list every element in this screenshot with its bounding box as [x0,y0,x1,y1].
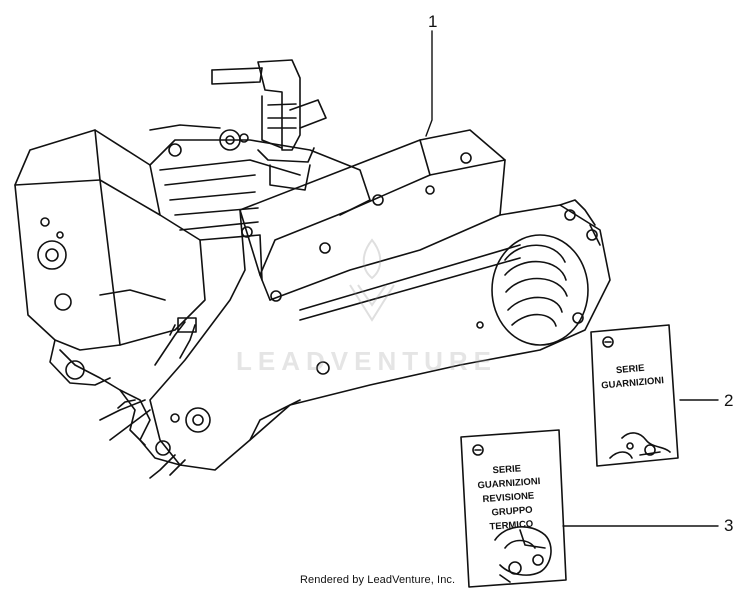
overhaul-set-label-line4: GRUPPO [491,505,533,519]
gasket-set-package [590,324,679,467]
overhaul-set-label-line3: REVISIONE [482,490,534,505]
gasket-set-label-line2: GUARNIZIONI [601,375,665,391]
leader-line-1 [425,30,433,137]
overhaul-gasket-set-package [460,429,567,588]
watermark-logo-icon [349,238,395,322]
overhaul-set-label-line2: GUARNIZIONI [477,476,540,491]
overhaul-set-label-line1: SERIE [492,463,521,476]
gasket-set-label-line1: SERIE [616,363,645,376]
callout-2: 2 [724,391,733,410]
callout-3: 3 [724,516,733,535]
watermark-text: LEADVENTURE [236,346,498,376]
callout-1: 1 [428,12,437,31]
overhaul-set-label-line5: TERMICO [489,519,533,533]
render-credit-footer: Rendered by LeadVenture, Inc. [300,574,456,586]
engine-assembly-drawing [14,59,611,479]
